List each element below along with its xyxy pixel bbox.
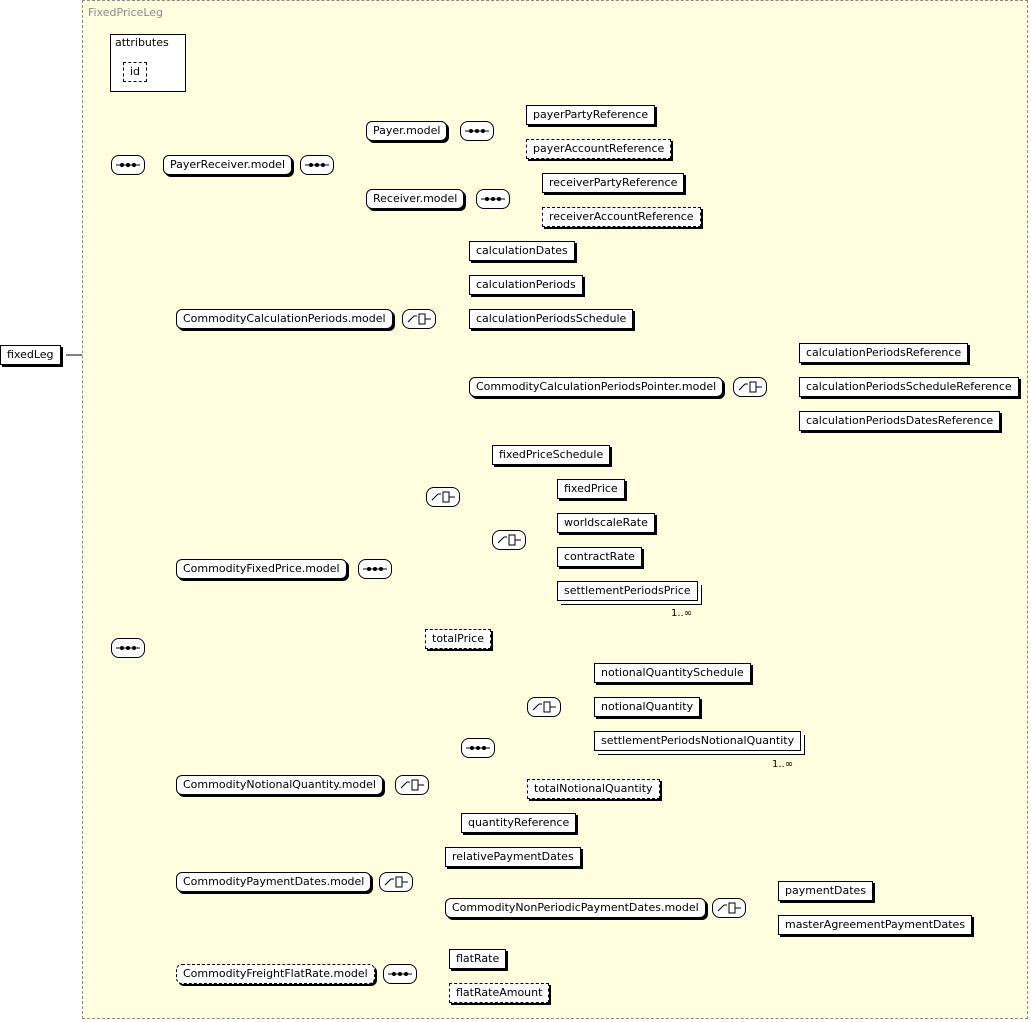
sequence-compositor-icon [476, 189, 510, 209]
group-commodityfreightflatrate-model[interactable]: CommodityFreightFlatRate.model [176, 964, 375, 984]
choice-compositor-icon [712, 898, 746, 918]
sequence-compositor-icon [358, 559, 392, 579]
element-calculationperiodsschedulereference[interactable]: calculationPeriodsScheduleReference [799, 377, 1019, 397]
element-flatrate[interactable]: flatRate [449, 949, 507, 969]
group-commoditypaymentdates-model[interactable]: CommodityPaymentDates.model [176, 872, 372, 892]
element-contractrate[interactable]: contractRate [557, 547, 642, 567]
attributes-box [110, 34, 186, 92]
element-worldscalerate[interactable]: worldscaleRate [557, 513, 655, 533]
group-payer-model[interactable]: Payer.model [366, 121, 448, 141]
group-commodityfixedprice-model[interactable]: CommodityFixedPrice.model [176, 559, 347, 579]
attribute-id[interactable]: id [123, 62, 148, 82]
group-commoditynonperiodicpaymentdates-model[interactable]: CommodityNonPeriodicPaymentDates.model [445, 898, 706, 918]
element-payeraccountreference[interactable]: payerAccountReference [526, 139, 672, 159]
sequence-compositor-icon [111, 155, 145, 175]
attributes-title: attributes [115, 36, 169, 49]
element-notionalquantityschedule[interactable]: notionalQuantitySchedule [594, 663, 751, 683]
choice-compositor-icon [402, 309, 436, 329]
element-totalnotionalquantity[interactable]: totalNotionalQuantity [527, 779, 660, 799]
element-calculationperiodsschedule[interactable]: calculationPeriodsSchedule [469, 309, 634, 329]
element-payerpartyreference[interactable]: payerPartyReference [526, 105, 656, 125]
element-fixedprice[interactable]: fixedPrice [557, 479, 625, 499]
element-calculationperiodsreference[interactable]: calculationPeriodsReference [799, 343, 969, 363]
sequence-compositor-icon [111, 638, 145, 658]
element-quantityreference[interactable]: quantityReference [461, 813, 577, 833]
group-receiver-model[interactable]: Receiver.model [366, 189, 465, 209]
element-settlementperiodsnotionalquantity[interactable]: settlementPeriodsNotionalQuantity [594, 731, 802, 751]
group-commoditycalculationperiodspointer-model[interactable]: CommodityCalculationPeriodsPointer.model [469, 377, 724, 397]
choice-compositor-icon [379, 872, 413, 892]
choice-compositor-icon [527, 697, 561, 717]
element-notionalquantity[interactable]: notionalQuantity [594, 697, 701, 717]
group-commoditynotionalquantity-model[interactable]: CommodityNotionalQuantity.model [176, 775, 383, 795]
element-receiverpartyreference[interactable]: receiverPartyReference [542, 173, 685, 193]
element-calculationdates[interactable]: calculationDates [469, 241, 575, 261]
element-calculationperiodsdatesreference[interactable]: calculationPeriodsDatesReference [799, 411, 1001, 431]
element-flatrateamount[interactable]: flatRateAmount [449, 983, 550, 1003]
sequence-compositor-icon [461, 738, 495, 758]
group-title: FixedPriceLeg [88, 6, 164, 19]
choice-compositor-icon [395, 775, 429, 795]
choice-compositor-icon [426, 487, 460, 507]
choice-compositor-icon [733, 377, 767, 397]
element-fixedpriceschedule[interactable]: fixedPriceSchedule [492, 445, 611, 465]
element-receiveraccountreference[interactable]: receiverAccountReference [542, 207, 701, 227]
element-settlementperiodsprice[interactable]: settlementPeriodsPrice [557, 581, 698, 601]
choice-compositor-icon [492, 530, 526, 550]
element-fixedleg[interactable]: fixedLeg [0, 345, 61, 365]
element-masteragreementpaymentdates[interactable]: masterAgreementPaymentDates [778, 915, 973, 935]
element-paymentdates[interactable]: paymentDates [778, 881, 874, 901]
multiplicity-label: 1..∞ [772, 759, 794, 770]
element-totalprice[interactable]: totalPrice [425, 629, 491, 649]
element-calculationperiods[interactable]: calculationPeriods [469, 275, 583, 295]
sequence-compositor-icon [383, 964, 417, 984]
multiplicity-label: 1..∞ [671, 608, 693, 619]
sequence-compositor-icon [300, 155, 334, 175]
element-relativepaymentdates[interactable]: relativePaymentDates [445, 847, 581, 867]
group-commoditycalculationperiods-model[interactable]: CommodityCalculationPeriods.model [176, 309, 393, 329]
group-payerreceiver-model[interactable]: PayerReceiver.model [163, 155, 293, 175]
sequence-compositor-icon [460, 121, 494, 141]
